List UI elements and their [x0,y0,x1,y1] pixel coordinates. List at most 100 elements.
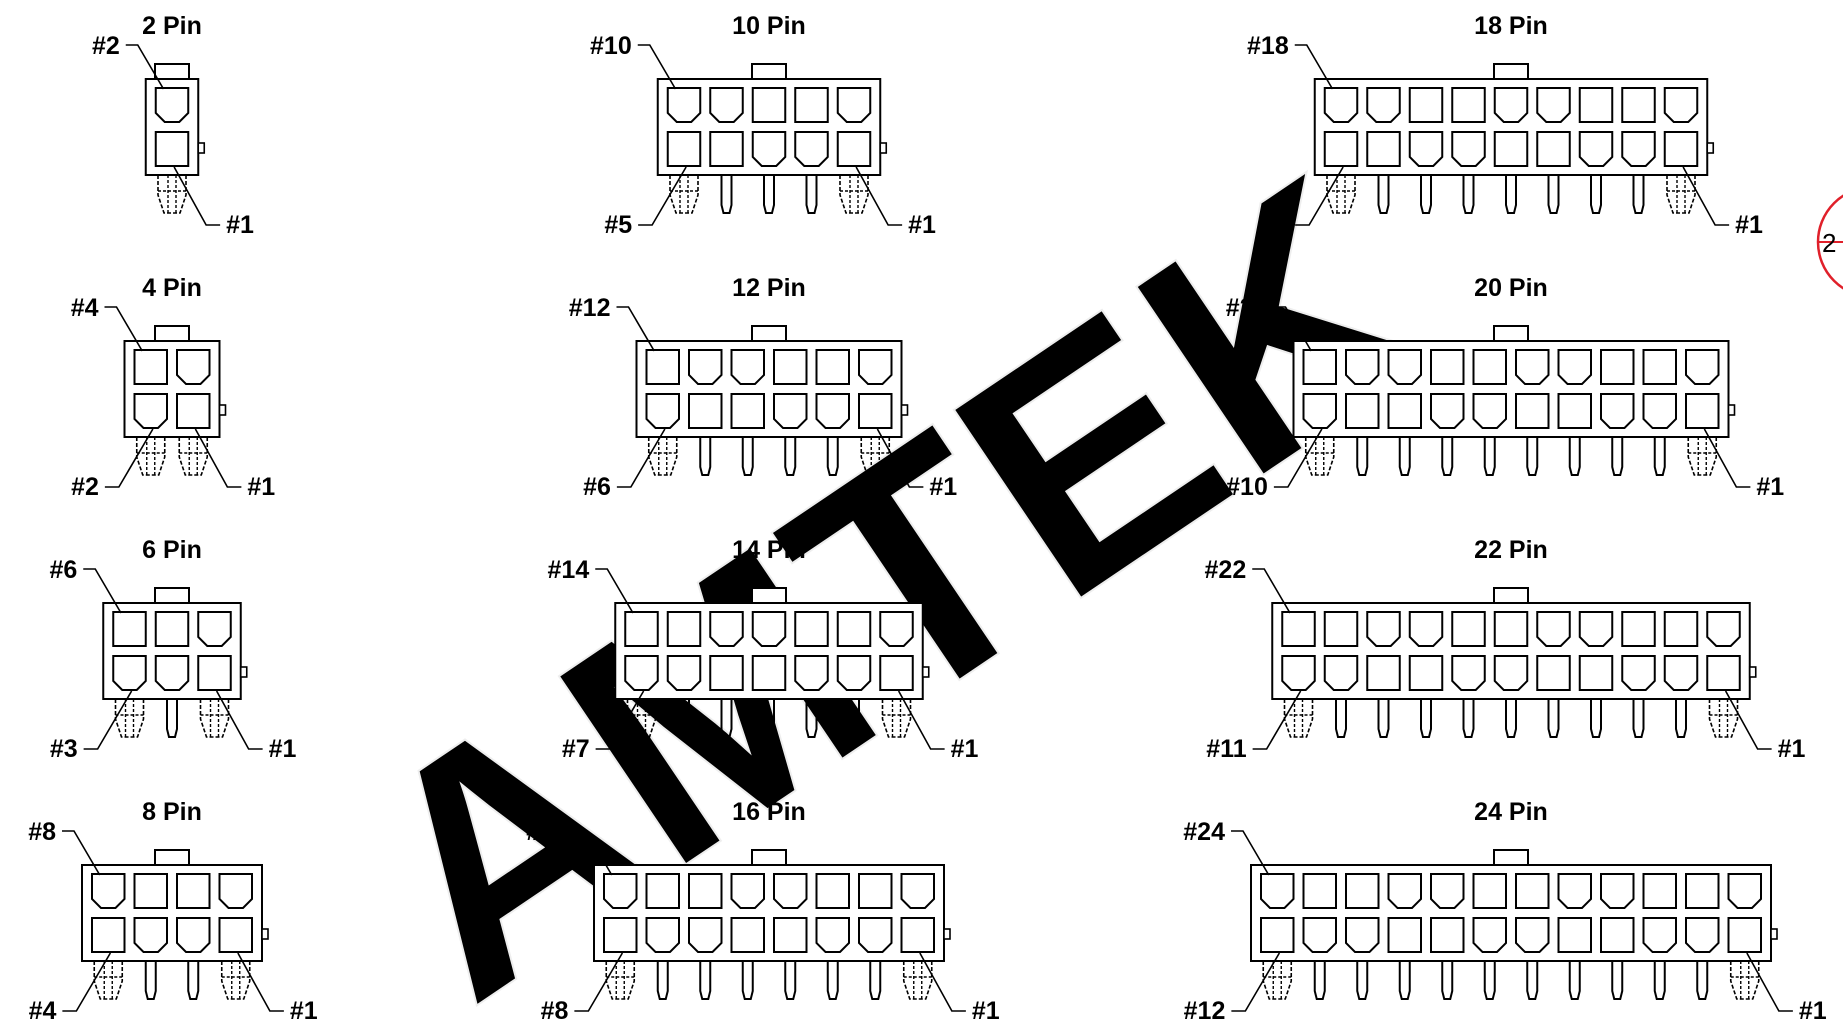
label-top-left: #18 [1247,32,1289,60]
cavity-top [1621,87,1656,123]
cavity-bottom [1600,917,1635,953]
pin-outline [656,961,669,1000]
cavity-bottom [879,655,914,691]
label-top-left: #20 [1226,294,1268,322]
cavity-top [709,87,744,123]
housing-body [144,78,200,176]
cavity-bottom [1366,655,1401,691]
pin [1653,437,1666,476]
polarizing-nub [239,666,248,678]
cavity-bottom [1451,131,1486,167]
connector-8-pin: 8 Pin#8#1#4 [28,798,318,1025]
pin-outline [720,699,733,738]
pin-latch-outline [135,437,166,476]
pin [1653,961,1666,1000]
leader-bottom-right [1703,428,1751,488]
cavity-top [1451,611,1486,647]
cavity-top [879,611,914,647]
cavity-top [1557,873,1592,909]
label-bottom-right: #1 [226,211,254,239]
pin [1441,961,1454,1000]
cavity-bottom [1578,655,1614,691]
cavity-top [1663,611,1699,647]
label-bottom-right: #1 [1735,211,1763,239]
latch-tab [751,325,787,342]
cavity-top [1472,873,1507,909]
cavity-bottom [154,655,190,691]
connector-title: 8 Pin [142,798,202,826]
cavity-top [794,611,829,647]
housing-body [635,340,903,438]
pin [805,175,818,214]
label-bottom-left: #7 [562,735,590,763]
cavity-bottom [858,393,893,429]
latch-tab [154,325,190,342]
pin-latch [220,961,251,1000]
cavity-top [730,349,765,385]
pin [1505,175,1517,214]
cavity-top [1408,611,1444,647]
latch-tab [154,63,190,80]
leader-top-left [1252,568,1291,614]
pin-latch-outline [1262,961,1293,1000]
cavity-top [603,873,638,909]
leader-bottom-right [173,166,221,226]
pin [699,437,712,476]
cavity-top [1642,349,1677,385]
pin-outline [1462,175,1475,214]
cavity-bottom [176,917,211,953]
pin-outline [1505,175,1517,214]
pin-outline [1398,961,1411,1000]
cavity-top [1430,349,1465,385]
cavity-top [751,611,787,647]
connector-title: 20 Pin [1474,274,1548,302]
cavity-bottom [112,655,147,691]
cavity-top [1472,349,1507,385]
cavity-top [176,349,211,385]
connector-title: 10 Pin [732,12,806,40]
pin [1526,961,1539,1000]
pin [1526,437,1539,476]
cavity-top [1323,611,1359,647]
cavity-top [645,873,680,909]
polarizing-nub [1706,142,1715,154]
label-bottom-left: #10 [1226,473,1268,501]
cavity-top [112,611,147,647]
cavity-bottom [1515,393,1550,429]
label-bottom-right: #1 [951,735,979,763]
leader-top-left [1231,830,1270,876]
latch-tab [751,63,787,80]
pin [784,437,797,476]
pin-latch [1326,175,1356,214]
cavity-top [709,611,744,647]
pin-latch [157,175,187,214]
housing-body [656,78,882,176]
cavity-bottom [603,917,638,953]
cavity-bottom [1323,131,1359,167]
label-bottom-right: #1 [1778,735,1806,763]
cavity-bottom [1387,917,1422,953]
cavity-bottom [858,917,893,953]
cavity-bottom [133,393,168,429]
cavity-top [1536,87,1571,123]
cavity-bottom [1366,131,1401,167]
label-top-left: #6 [49,556,77,584]
pin-latch [135,437,166,476]
leader-bottom-left [83,690,133,750]
cavity-bottom [730,917,765,953]
pin-latch [647,437,678,476]
leader-bottom-right [237,952,284,1012]
connector-title: 22 Pin [1474,536,1548,564]
pin-outline [1568,437,1581,476]
pin [1547,175,1560,214]
pin-outline [1526,961,1539,1000]
cavity-top [1323,87,1359,123]
pin [1420,175,1432,214]
housing-body [1250,864,1772,962]
cavity-top [836,87,872,123]
pin-latch-outline [647,437,678,476]
connector-10-pin: 10 Pin#10#1#5 [590,12,936,239]
pin-latch [199,699,230,738]
pin-outline [1462,699,1475,738]
connector-6-pin: 6 Pin#6#1#3 [49,536,296,763]
